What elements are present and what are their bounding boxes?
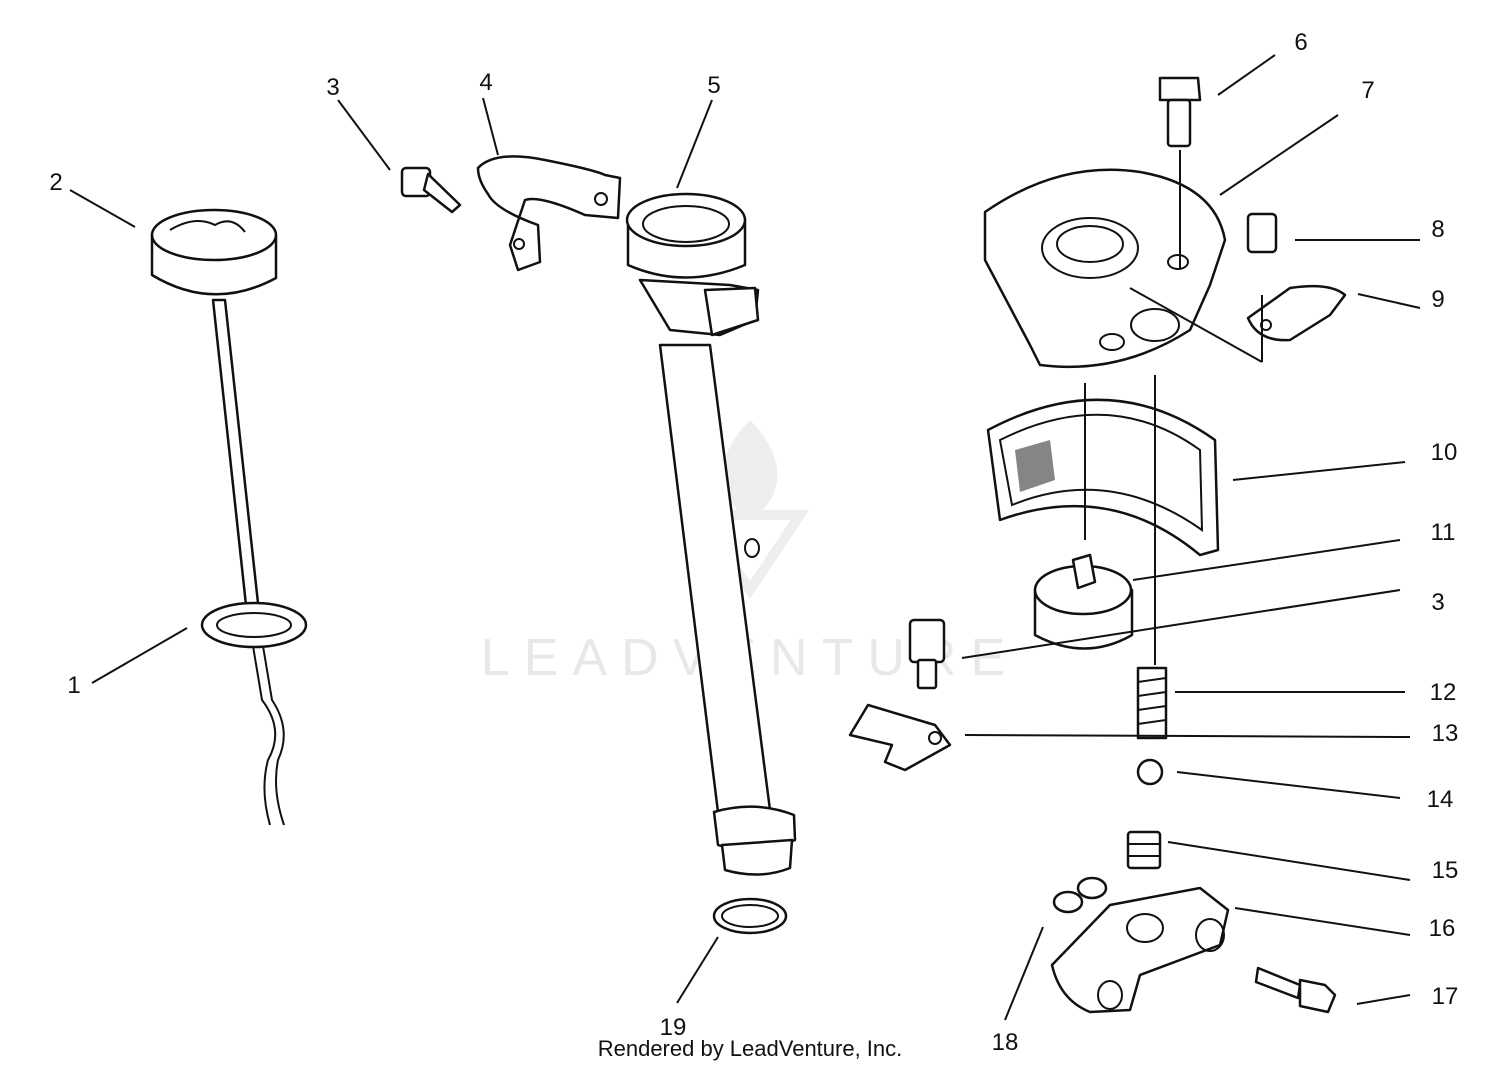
dipstick-assembly bbox=[150, 208, 308, 826]
callout-5: 5 bbox=[707, 72, 720, 99]
callout-11: 11 bbox=[1431, 519, 1456, 546]
bottom-fittings bbox=[1050, 830, 1337, 1014]
callout-7: 7 bbox=[1361, 77, 1374, 104]
callout-3-right: 3 bbox=[1431, 589, 1444, 616]
callout-8: 8 bbox=[1431, 216, 1444, 243]
callout-12: 12 bbox=[1430, 679, 1457, 706]
callout-18: 18 bbox=[992, 1029, 1019, 1056]
leader-lines bbox=[69, 54, 1421, 1021]
callout-3-top: 3 bbox=[326, 74, 339, 101]
callout-14: 14 bbox=[1427, 786, 1454, 813]
clamp-assembly bbox=[400, 155, 622, 272]
callout-6: 6 bbox=[1294, 29, 1307, 56]
callout-16: 16 bbox=[1429, 915, 1456, 942]
callout-19: 19 bbox=[660, 1014, 687, 1041]
callouts: 1 2 3 4 5 6 7 8 9 10 11 3 12 13 14 15 16… bbox=[49, 29, 1458, 1056]
callout-9: 9 bbox=[1431, 286, 1444, 313]
footer-credit: Rendered by LeadVenture, Inc. bbox=[597, 1036, 903, 1061]
curved-shoe bbox=[986, 398, 1220, 557]
callout-2: 2 bbox=[49, 169, 62, 196]
callout-15: 15 bbox=[1432, 857, 1459, 884]
callout-4: 4 bbox=[479, 69, 492, 96]
callout-1: 1 bbox=[67, 672, 80, 699]
callout-10: 10 bbox=[1431, 439, 1458, 466]
callout-13: 13 bbox=[1432, 720, 1459, 747]
callout-17: 17 bbox=[1432, 983, 1459, 1010]
filler-tube bbox=[625, 192, 797, 935]
rotor-spring bbox=[848, 375, 1168, 786]
housing-top bbox=[983, 76, 1347, 369]
